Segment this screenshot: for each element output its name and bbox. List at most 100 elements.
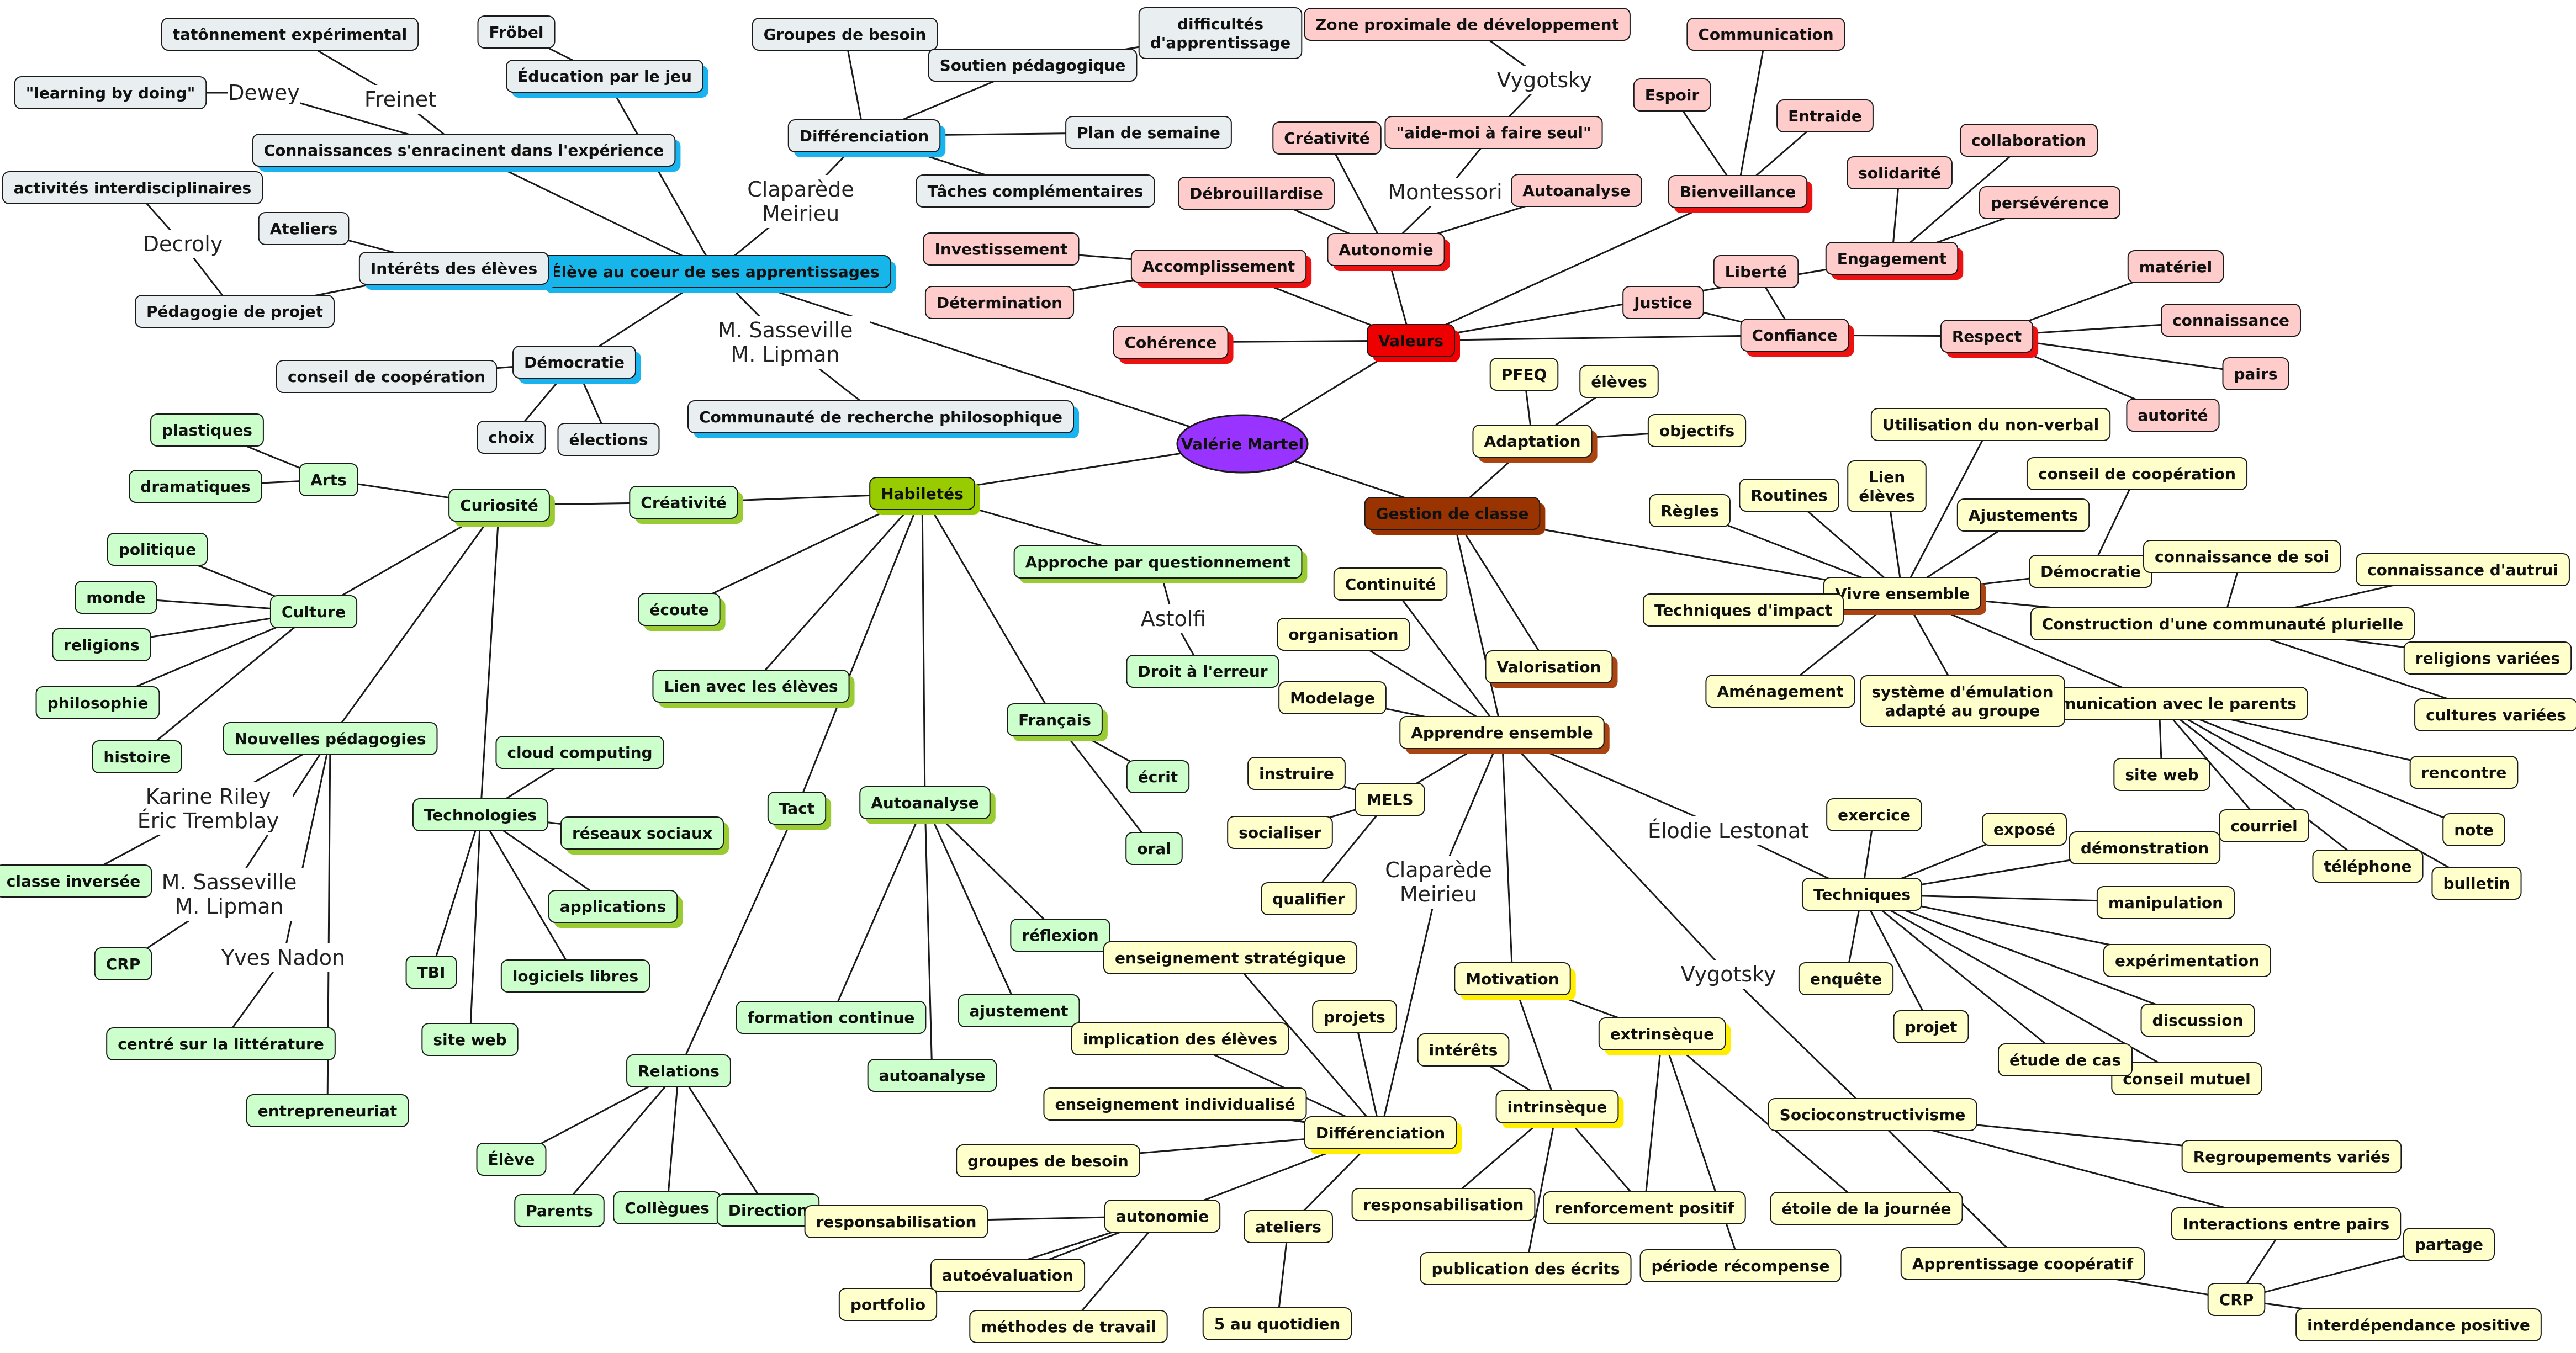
node-socialiser[interactable]: socialiser [1227,816,1333,849]
node-eleve[interactable]: Élève [476,1143,547,1176]
node-plan-de-semaine[interactable]: Plan de semaine [1065,116,1232,149]
node-autorite[interactable]: autorité [2126,399,2220,432]
node-autoanalyse[interactable]: Autoanalyse [859,786,996,824]
node-projets[interactable]: projets [1312,1000,1397,1033]
node-materiel[interactable]: matériel [2127,250,2224,283]
node-tatonnement-experimental[interactable]: tatônnement expérimental [161,18,419,51]
node-aide-moi-a-faire-seul[interactable]: "aide-moi à faire seul" [1384,116,1603,149]
node-habiletes[interactable]: Habiletés [869,477,980,515]
node-creativite[interactable]: Créativité [1272,121,1382,155]
node-pairs[interactable]: pairs [2222,357,2289,390]
node-site-web[interactable]: site web [2113,758,2210,791]
node-democratie[interactable]: Démocratie [2029,555,2152,588]
node-francais[interactable]: Français [1007,703,1108,741]
node-classe-inversee[interactable]: classe inversée [0,864,152,898]
node-mels[interactable]: MELS [1355,783,1425,816]
node-modelage[interactable]: Modelage [1278,681,1387,714]
node-ecrit[interactable]: écrit [1126,760,1190,793]
node-techniques[interactable]: Techniques [1801,878,1923,911]
node-responsabilisation[interactable]: responsabilisation [1351,1188,1536,1221]
node-gestion-de-classe[interactable]: Gestion de classe [1364,497,1546,535]
node-crp[interactable]: CRP [94,947,152,980]
node-tact[interactable]: Tact [767,792,832,830]
node-renforcement-positif[interactable]: renforcement positif [1543,1191,1746,1224]
node-motivation[interactable]: Motivation [1454,962,1576,1000]
node-organisation[interactable]: organisation [1277,618,1410,651]
node-periode-recompense[interactable]: période récompense [1639,1249,1842,1282]
node-portfolio[interactable]: portfolio [838,1288,938,1321]
node-interets-des-eleves[interactable]: Intérêts des élèves [358,252,554,290]
node-etoile-de-la-journee[interactable]: étoile de la journée [1770,1192,1963,1225]
node-connaissance[interactable]: connaissance [2161,304,2301,337]
node-coherence[interactable]: Cohérence [1113,326,1234,364]
node-entraide[interactable]: Entraide [1776,99,1874,132]
node-differenciation[interactable]: Différenciation [1304,1116,1462,1154]
node-differenciation[interactable]: Différenciation [787,119,946,157]
node-oral[interactable]: oral [1125,832,1183,865]
node-technologies[interactable]: Technologies [412,798,549,831]
node-eleve-au-coeur-de-ses-apprentissages[interactable]: Élève au coeur de ses apprentissages [539,255,896,293]
node-plastiques[interactable]: plastiques [150,413,264,447]
node-eleves[interactable]: élèves [1579,365,1659,398]
node-enquete[interactable]: enquête [1798,962,1894,995]
node-apprendre-ensemble[interactable]: Apprendre ensemble [1399,716,1610,754]
node-experimentation[interactable]: expérimentation [2103,944,2272,977]
node-collegues[interactable]: Collègues [613,1191,721,1224]
node-groupes-de-besoin[interactable]: groupes de besoin [956,1144,1140,1177]
node-accomplissement[interactable]: Accomplissement [1130,250,1312,288]
node-instruire[interactable]: instruire [1247,757,1346,790]
node-learning-by-doing[interactable]: "learning by doing" [14,76,207,109]
node-centre-sur-la-litterature[interactable]: centré sur la littérature [106,1027,336,1060]
node-rencontre[interactable]: rencontre [2409,756,2519,789]
node-connaissance-d-autrui[interactable]: connaissance d'autrui [2356,553,2570,586]
node-projet[interactable]: projet [1893,1010,1969,1043]
node-politique[interactable]: politique [107,533,208,566]
node-connaissances-s-enracinent-dans-l-experience[interactable]: Connaissances s'enracinent dans l'expéri… [252,134,681,172]
node-qualifier[interactable]: qualifier [1261,882,1357,915]
node-implication-des-eleves[interactable]: implication des élèves [1071,1022,1289,1055]
node-courriel[interactable]: courriel [2219,809,2309,842]
node-lien-avec-les-eleves[interactable]: Lien avec les élèves [652,670,855,708]
node-enseignement-individualise[interactable]: enseignement individualisé [1043,1087,1307,1121]
node-direction[interactable]: Direction [716,1193,820,1227]
node-pedagogie-de-projet[interactable]: Pédagogie de projet [135,295,335,328]
node-entrepreneuriat[interactable]: entrepreneuriat [246,1094,409,1127]
node-telephone[interactable]: téléphone [2312,850,2424,883]
node-regles[interactable]: Règles [1649,494,1731,527]
node-ajustement[interactable]: ajustement [958,994,1080,1027]
node-conseil-de-cooperation[interactable]: conseil de coopération [2026,457,2248,490]
node-regroupements-varies[interactable]: Regroupements variés [2181,1140,2402,1173]
node-vivre-ensemble[interactable]: Vivre ensemble [1823,577,1986,615]
node-taches-complementaires[interactable]: Tâches complémentaires [916,174,1155,208]
node-respect[interactable]: Respect [1940,320,2039,358]
node-cloud-computing[interactable]: cloud computing [495,736,664,769]
node-democratie[interactable]: Démocratie [512,346,641,384]
node-manipulation[interactable]: manipulation [2096,886,2235,919]
node-partage[interactable]: partage [2403,1228,2495,1261]
node-responsabilisation[interactable]: responsabilisation [804,1205,988,1238]
node-ecoute[interactable]: écoute [638,593,726,631]
node-groupes-de-besoin[interactable]: Groupes de besoin [752,18,938,51]
node-relations[interactable]: Relations [626,1054,731,1087]
node-demonstration[interactable]: démonstration [2069,831,2221,864]
node-etude-de-cas[interactable]: étude de cas [1997,1043,2133,1076]
node-ateliers[interactable]: ateliers [1244,1210,1333,1243]
node-zone-proximale-de-developpement[interactable]: Zone proximale de développement [1304,8,1631,41]
node-arts[interactable]: Arts [299,463,358,496]
node-autoanalyse[interactable]: autoanalyse [867,1059,997,1092]
node-expose[interactable]: exposé [1982,813,2067,846]
node-liberte[interactable]: Liberté [1713,255,1799,288]
node-monde[interactable]: monde [75,581,157,614]
node-interets[interactable]: intérêts [1417,1033,1510,1067]
node-education-par-le-jeu[interactable]: Éducation par le jeu [506,60,708,98]
node-publication-des-ecrits[interactable]: publication des écrits [1420,1252,1632,1285]
node-religions[interactable]: religions [52,628,151,661]
node-ateliers[interactable]: Ateliers [258,212,350,245]
node-construction-d-une-communaute-plurielle[interactable]: Construction d'une communauté plurielle [2030,607,2415,640]
node-frobel[interactable]: Fröbel [477,15,556,49]
node-curiosite[interactable]: Curiosité [448,489,555,527]
node-communaute-de-recherche-philosophique[interactable]: Communauté de recherche philosophique [687,400,1079,438]
